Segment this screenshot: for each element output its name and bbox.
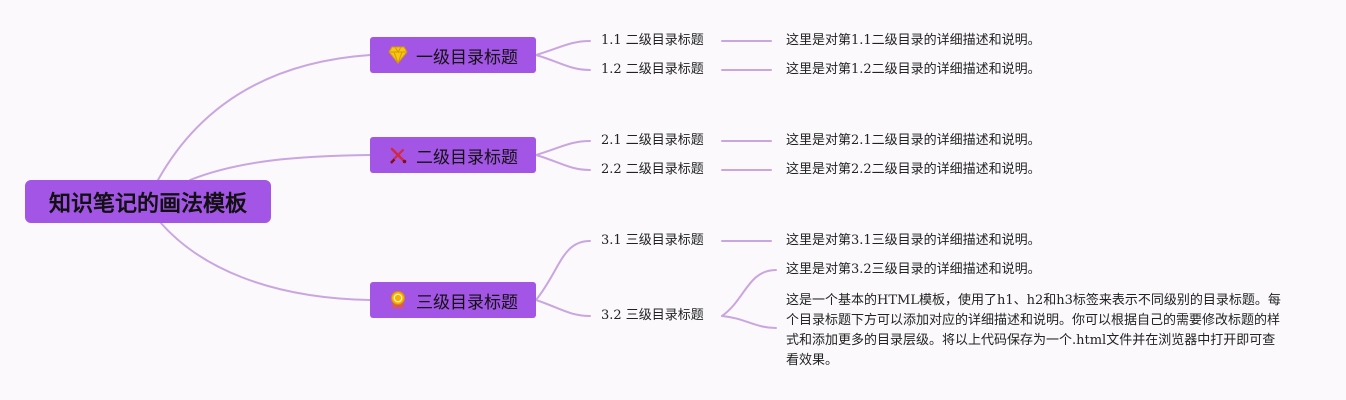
branch-title: 二级目录标题 bbox=[416, 147, 518, 168]
connector-root-branch-1 bbox=[157, 54, 371, 181]
description-3-2[interactable]: 这里是对第3.2三级目录的详细描述和说明。 bbox=[786, 262, 1041, 277]
root-node[interactable]: 知识笔记的画法模板 bbox=[25, 180, 271, 223]
connector-desc-3-2b bbox=[721, 315, 777, 329]
description-1-1[interactable]: 这里是对第1.1二级目录的详细描述和说明。 bbox=[786, 33, 1041, 48]
connector-root-branch-2 bbox=[189, 154, 371, 181]
branch-node-3[interactable]: 三级目录标题 bbox=[370, 282, 536, 318]
connector-desc-3-2a bbox=[721, 269, 777, 317]
branch-node-1[interactable]: 一级目录标题 bbox=[370, 37, 536, 73]
connector-branch-1-child-2 bbox=[535, 54, 591, 71]
connector-branch-2-child-2 bbox=[535, 154, 591, 171]
description-2-1[interactable]: 这里是对第2.1二级目录的详细描述和说明。 bbox=[786, 133, 1041, 148]
crossed-swords-icon bbox=[388, 145, 408, 165]
connector-root-branch-3 bbox=[159, 221, 371, 301]
connector-branch-3-child-2 bbox=[535, 299, 591, 317]
subtopic-3-1[interactable]: 3.1 三级目录标题 bbox=[601, 233, 704, 248]
award-ribbon-icon bbox=[388, 290, 408, 310]
diamond-icon bbox=[388, 45, 408, 65]
connector-branch-3-child-1 bbox=[535, 240, 591, 301]
branch-node-2[interactable]: 二级目录标题 bbox=[370, 137, 536, 173]
branch-title: 三级目录标题 bbox=[416, 292, 518, 313]
connector-branch-1-child-1 bbox=[535, 40, 591, 56]
description-2-2[interactable]: 这里是对第2.2二级目录的详细描述和说明。 bbox=[786, 162, 1041, 177]
subtopic-2-2[interactable]: 2.2 二级目录标题 bbox=[601, 162, 704, 177]
description-3-1[interactable]: 这里是对第3.1三级目录的详细描述和说明。 bbox=[786, 233, 1041, 248]
description-3-2-note[interactable]: 这是一个基本的HTML模板，使用了h1、h2和h3标签来表示不同级别的目录标题。… bbox=[786, 293, 1281, 368]
subtopic-2-1[interactable]: 2.1 二级目录标题 bbox=[601, 133, 704, 148]
description-1-2[interactable]: 这里是对第1.2二级目录的详细描述和说明。 bbox=[786, 62, 1041, 77]
root-title: 知识笔记的画法模板 bbox=[48, 191, 247, 217]
subtopic-3-2[interactable]: 3.2 三级目录标题 bbox=[601, 308, 704, 323]
subtopic-1-2[interactable]: 1.2 二级目录标题 bbox=[601, 62, 704, 77]
subtopic-1-1[interactable]: 1.1 二级目录标题 bbox=[601, 33, 704, 48]
connector-branch-2-child-1 bbox=[535, 140, 591, 156]
branch-title: 一级目录标题 bbox=[416, 47, 518, 68]
